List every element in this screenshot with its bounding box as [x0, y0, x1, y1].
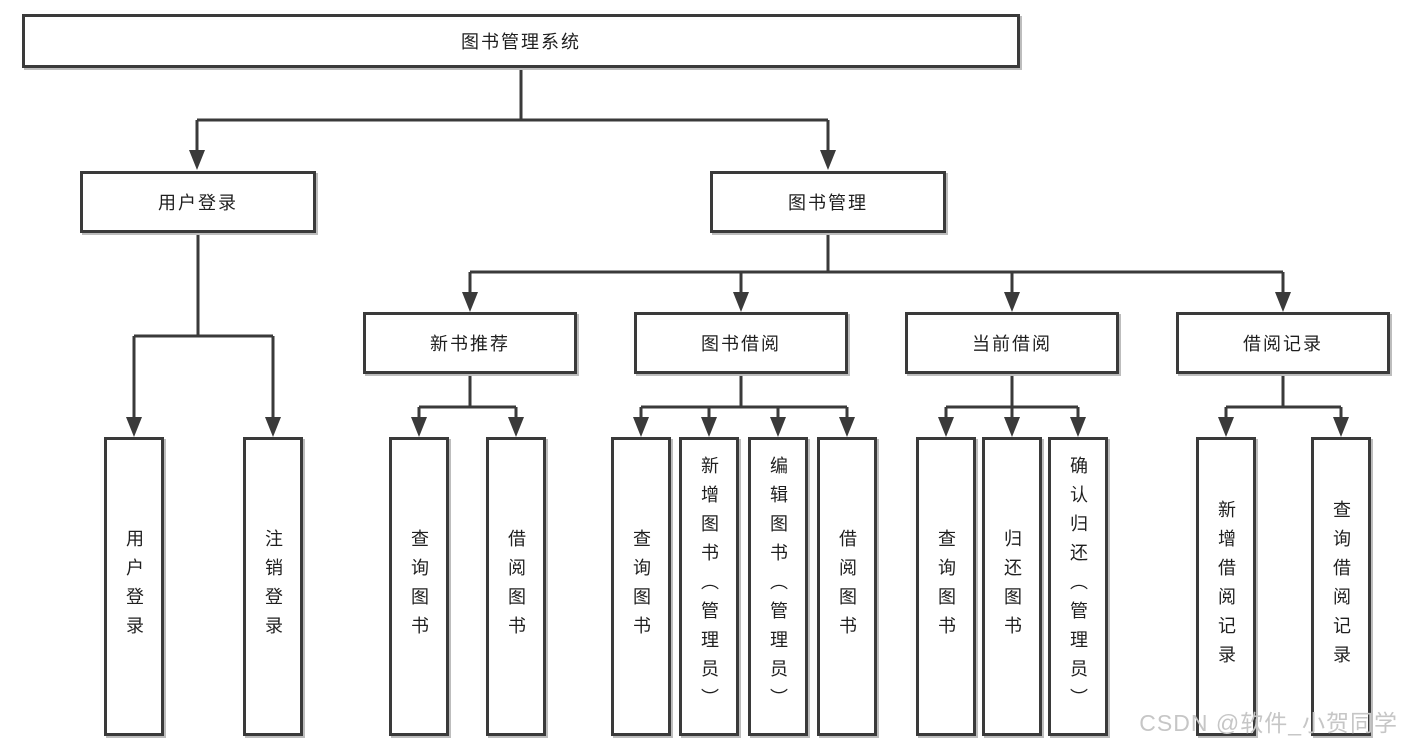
- leaf-current-query-books: 查询图书: [916, 437, 976, 736]
- leaf-recommend-borrow-books-label: 借阅图书: [506, 528, 526, 645]
- node-root-label: 图书管理系统: [461, 32, 581, 52]
- node-user-login: 用户登录: [80, 171, 316, 233]
- leaf-borrow-edit-books-admin-label: 编辑图书（管理员）: [768, 456, 788, 717]
- leaf-current-return-books: 归还图书: [982, 437, 1042, 736]
- leaf-borrow-borrow-books: 借阅图书: [817, 437, 877, 736]
- node-root-library-management-system: 图书管理系统: [22, 14, 1020, 68]
- node-current-borrow: 当前借阅: [905, 312, 1119, 374]
- leaf-borrow-query-books: 查询图书: [611, 437, 671, 736]
- leaf-borrow-query-books-label: 查询图书: [631, 528, 651, 645]
- leaf-recommend-query-books-label: 查询图书: [409, 528, 429, 645]
- leaf-current-confirm-return-admin-label: 确认归还（管理员）: [1068, 456, 1088, 717]
- node-borrow-records-label: 借阅记录: [1243, 334, 1323, 354]
- leaf-user-login-label: 用户登录: [124, 528, 144, 645]
- leaf-recommend-borrow-books: 借阅图书: [486, 437, 546, 736]
- leaf-records-add-record: 新增借阅记录: [1196, 437, 1256, 736]
- leaf-borrow-edit-books-admin: 编辑图书（管理员）: [748, 437, 808, 736]
- leaf-user-login: 用户登录: [104, 437, 164, 736]
- node-new-book-recommend: 新书推荐: [363, 312, 577, 374]
- leaf-records-query-record: 查询借阅记录: [1311, 437, 1371, 736]
- node-book-management-label: 图书管理: [788, 193, 868, 213]
- csdn-watermark: CSDN @软件_小贺同学: [1139, 710, 1398, 736]
- node-borrow-records: 借阅记录: [1176, 312, 1390, 374]
- node-book-management: 图书管理: [710, 171, 946, 233]
- node-book-borrow: 图书借阅: [634, 312, 848, 374]
- leaf-current-return-books-label: 归还图书: [1002, 528, 1022, 645]
- leaf-current-query-books-label: 查询图书: [936, 528, 956, 645]
- leaf-records-add-record-label: 新增借阅记录: [1216, 499, 1236, 674]
- node-user-login-label: 用户登录: [158, 193, 238, 213]
- leaf-records-query-record-label: 查询借阅记录: [1331, 499, 1351, 674]
- leaf-logout-label: 注销登录: [263, 528, 283, 645]
- node-book-borrow-label: 图书借阅: [701, 334, 781, 354]
- leaf-logout: 注销登录: [243, 437, 303, 736]
- leaf-recommend-query-books: 查询图书: [389, 437, 449, 736]
- leaf-borrow-borrow-books-label: 借阅图书: [837, 528, 857, 645]
- node-current-borrow-label: 当前借阅: [972, 334, 1052, 354]
- leaf-borrow-add-books-admin: 新增图书（管理员）: [679, 437, 739, 736]
- node-new-book-recommend-label: 新书推荐: [430, 334, 510, 354]
- leaf-current-confirm-return-admin: 确认归还（管理员）: [1048, 437, 1108, 736]
- leaf-borrow-add-books-admin-label: 新增图书（管理员）: [699, 456, 719, 717]
